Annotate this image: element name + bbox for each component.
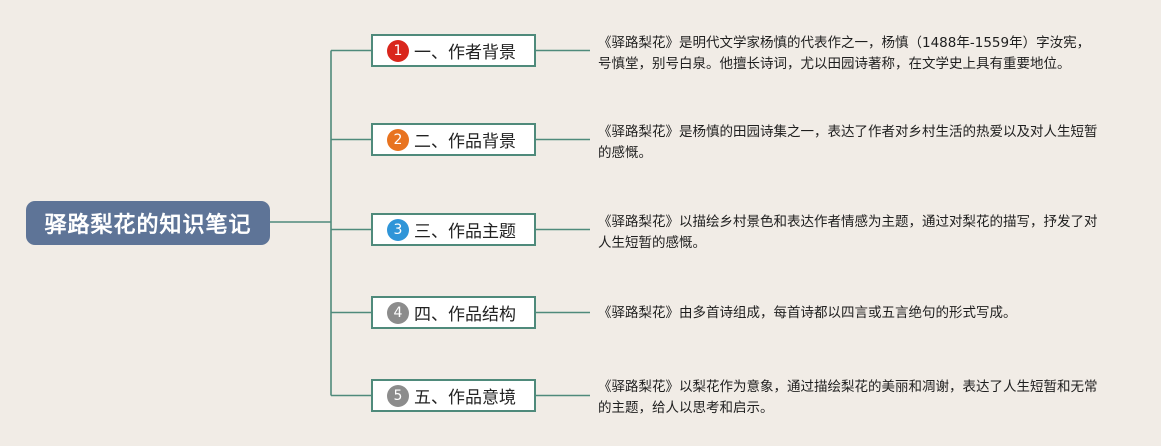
branch-topic-3[interactable]: 3 三、作品主题 (371, 213, 536, 246)
root-title: 驿路梨花的知识笔记 (44, 213, 252, 238)
branch-note-5: 《驿路梨花》以梨花作为意象，通过描绘梨花的美丽和凋谢，表达了人生短暂和无常的主题… (598, 379, 1098, 416)
branch-topic-1[interactable]: 1 一、作者背景 (371, 34, 536, 67)
branch-label: 一、作者背景 (414, 43, 516, 63)
branch-note-4: 《驿路梨花》由多首诗组成，每首诗都以四言或五言绝句的形式写成。 (598, 305, 1017, 321)
number-badge-icon: 1 (387, 39, 409, 62)
branch-label: 三、作品主题 (414, 222, 516, 242)
branch-topic-2[interactable]: 2 二、作品背景 (371, 123, 536, 156)
number-badge-icon: 4 (387, 301, 409, 324)
number-badge-icon: 5 (387, 384, 409, 407)
branch-label: 二、作品背景 (414, 132, 516, 152)
number-badge-icon: 2 (387, 128, 409, 151)
branch-topic-4[interactable]: 4 四、作品结构 (371, 296, 536, 329)
root-topic[interactable]: 驿路梨花的知识笔记 (26, 201, 270, 245)
branch-label: 五、作品意境 (414, 388, 516, 408)
branch-note-1: 《驿路梨花》是明代文学家杨慎的代表作之一，杨慎（1488年-1559年）字汝宪，… (598, 35, 1091, 72)
branch-label: 四、作品结构 (414, 305, 516, 325)
branch-note-2: 《驿路梨花》是杨慎的田园诗集之一，表达了作者对乡村生活的热爱以及对人生短暂的感慨… (598, 124, 1098, 161)
branch-note-3: 《驿路梨花》以描绘乡村景色和表达作者情感为主题，通过对梨花的描写，抒发了对人生短… (598, 214, 1098, 251)
number-badge-icon: 3 (387, 218, 409, 241)
branch-topic-5[interactable]: 5 五、作品意境 (371, 379, 536, 412)
